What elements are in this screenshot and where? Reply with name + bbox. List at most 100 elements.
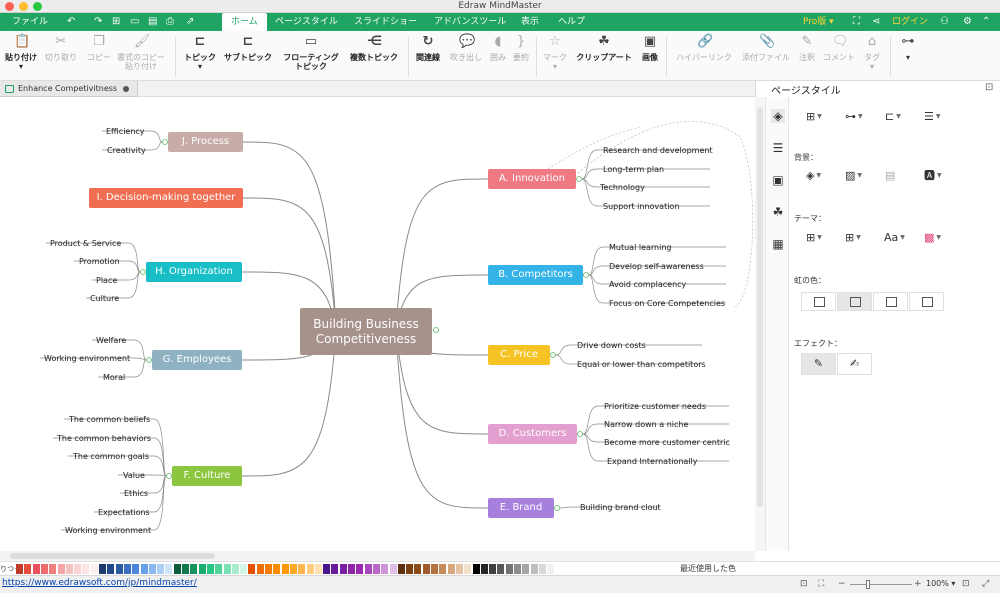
settings-icon[interactable]: ⚙ bbox=[963, 16, 972, 27]
color-swatch[interactable] bbox=[414, 564, 422, 574]
subtopic[interactable]: Develop self-awareness bbox=[609, 262, 704, 271]
subtopic[interactable]: Support innovation bbox=[603, 202, 680, 211]
subtopic[interactable]: Narrow down a niche bbox=[604, 420, 689, 429]
text-watermark-icon[interactable]: 🅰▼ bbox=[924, 169, 942, 182]
attachment-button[interactable]: 📎添付ファイル bbox=[742, 34, 790, 63]
color-swatch[interactable] bbox=[165, 564, 173, 574]
color-swatch[interactable] bbox=[439, 564, 447, 574]
topic-process[interactable]: J. Process bbox=[168, 132, 243, 152]
color-swatch[interactable] bbox=[82, 564, 90, 574]
layout-button[interactable]: ⊶▾ bbox=[901, 34, 915, 63]
color-swatch[interactable] bbox=[397, 564, 405, 574]
color-swatch[interactable] bbox=[464, 564, 472, 574]
color-swatch[interactable] bbox=[40, 564, 48, 574]
subtopic[interactable]: Working environment bbox=[44, 354, 131, 363]
color-swatch[interactable] bbox=[16, 564, 23, 574]
subtopic[interactable]: Efficiency bbox=[106, 127, 145, 136]
expand-icon[interactable]: ⤢ bbox=[982, 579, 990, 589]
theme-layout-icon[interactable]: ⊞▼ bbox=[845, 231, 861, 244]
color-swatch[interactable] bbox=[90, 564, 98, 574]
hyperlink-button[interactable]: 🔗ハイパーリンク bbox=[676, 34, 732, 63]
color-swatch[interactable] bbox=[472, 564, 480, 574]
structure-icon[interactable]: ⊶▼ bbox=[845, 110, 863, 123]
color-swatch[interactable] bbox=[148, 564, 156, 574]
subtopic[interactable]: Ethics bbox=[124, 489, 149, 498]
pro-badge[interactable]: Pro版 ▾ bbox=[803, 17, 834, 27]
color-swatch[interactable] bbox=[455, 564, 463, 574]
color-swatch[interactable] bbox=[265, 564, 272, 574]
copy-button[interactable]: ❐コピー bbox=[87, 34, 111, 63]
color-swatch[interactable] bbox=[49, 564, 57, 574]
effect-hand-drawn-off[interactable]: ✎ bbox=[801, 353, 836, 375]
subtopic[interactable]: Avoid complacency bbox=[609, 280, 687, 289]
color-swatch[interactable] bbox=[339, 564, 347, 574]
color-swatch[interactable] bbox=[99, 564, 106, 574]
tag-button[interactable]: ⌂タグ▾ bbox=[864, 34, 880, 72]
color-swatch[interactable] bbox=[32, 564, 40, 574]
page-style-tool-icon[interactable]: ◈ bbox=[771, 109, 785, 123]
color-swatch[interactable] bbox=[522, 564, 530, 574]
image-button[interactable]: ▣画像 bbox=[642, 34, 658, 63]
color-swatch[interactable] bbox=[298, 564, 306, 574]
color-swatch[interactable] bbox=[231, 564, 239, 574]
topic-decision-making[interactable]: I. Decision-making together bbox=[89, 188, 243, 208]
color-swatch[interactable] bbox=[140, 564, 148, 574]
topic-button[interactable]: ⊏トピック▾ bbox=[184, 34, 216, 72]
topic-competitors[interactable]: B. Competitors bbox=[488, 265, 583, 285]
subtopic[interactable]: Place bbox=[96, 276, 118, 285]
subtopic[interactable]: Promotion bbox=[79, 257, 120, 266]
rainbow-option-1[interactable] bbox=[801, 292, 836, 311]
relationship-button[interactable]: ↻関連線 bbox=[416, 34, 440, 63]
zoom-slider[interactable] bbox=[850, 584, 912, 585]
color-swatch[interactable] bbox=[356, 564, 364, 574]
subtopic[interactable]: Prioritize customer needs bbox=[604, 402, 706, 411]
topic-organization[interactable]: H. Organization bbox=[146, 262, 242, 282]
subtopic[interactable]: Product & Service bbox=[50, 239, 122, 248]
cut-button[interactable]: ✂切り取り bbox=[45, 34, 77, 63]
topic-innovation[interactable]: A. Innovation bbox=[488, 169, 576, 189]
color-swatch[interactable] bbox=[331, 564, 339, 574]
subtopic[interactable]: The common goals bbox=[73, 452, 150, 461]
color-swatch[interactable] bbox=[323, 564, 331, 574]
multiple-topics-button[interactable]: ⋲複数トピック bbox=[350, 34, 398, 63]
fit-width-icon[interactable]: ⊡ bbox=[962, 579, 970, 589]
subtopic[interactable]: Expectations bbox=[98, 508, 150, 517]
open-icon[interactable]: ▭ bbox=[130, 16, 140, 27]
save-icon[interactable]: ▤ bbox=[148, 16, 158, 27]
color-swatch[interactable] bbox=[123, 564, 131, 574]
close-tab-icon[interactable] bbox=[123, 86, 129, 92]
color-swatch[interactable] bbox=[306, 564, 314, 574]
subtopic[interactable]: Working environment bbox=[65, 526, 152, 535]
undo-icon[interactable]: ↶ bbox=[67, 16, 76, 27]
format-painter-button[interactable]: 🖌書式のコピー貼り付け bbox=[117, 34, 165, 72]
mindmap-canvas[interactable]: Building Business Competitiveness A. Inn… bbox=[0, 97, 755, 551]
color-swatch[interactable] bbox=[431, 564, 438, 574]
subtopic[interactable]: Equal or lower than competitors bbox=[577, 360, 706, 369]
color-swatch[interactable] bbox=[198, 564, 206, 574]
topic-employees[interactable]: G. Employees bbox=[152, 350, 242, 370]
menu-page-style[interactable]: ページスタイル bbox=[275, 17, 338, 27]
login-button[interactable]: ログイン bbox=[892, 17, 929, 27]
fit-page-icon[interactable]: ⊡ bbox=[800, 579, 808, 589]
comment-button[interactable]: 🗨コメント bbox=[823, 34, 855, 63]
numbering-icon[interactable]: ☰▼ bbox=[924, 110, 941, 123]
rainbow-option-2[interactable] bbox=[837, 292, 872, 311]
website-link[interactable]: https://www.edrawsoft.com/jp/mindmaster/ bbox=[2, 578, 197, 588]
zoom-level[interactable]: 100% ▾ bbox=[926, 579, 956, 588]
color-swatch[interactable] bbox=[422, 564, 430, 574]
menu-advanced-tools[interactable]: アドバンスツール bbox=[434, 17, 507, 27]
theme-grid-icon[interactable]: ⊞▼ bbox=[806, 231, 822, 244]
redo-icon[interactable]: ↷ bbox=[94, 16, 103, 27]
topic-brand[interactable]: E. Brand bbox=[488, 498, 554, 518]
color-swatch[interactable] bbox=[406, 564, 414, 574]
subtopic[interactable]: Research and development bbox=[603, 146, 713, 155]
recent-colors-label[interactable]: 最近使用した色 bbox=[680, 564, 736, 573]
zoom-slider-knob[interactable] bbox=[866, 580, 870, 589]
topic-customers[interactable]: D. Customers bbox=[488, 424, 577, 444]
color-swatch[interactable] bbox=[289, 564, 297, 574]
color-swatch[interactable] bbox=[256, 564, 264, 574]
subtopic[interactable]: Expand Internationally bbox=[607, 457, 698, 466]
menu-view[interactable]: 表示 bbox=[521, 17, 540, 27]
color-scheme-icon[interactable]: ▩▼ bbox=[924, 231, 942, 244]
color-swatch[interactable] bbox=[223, 564, 231, 574]
